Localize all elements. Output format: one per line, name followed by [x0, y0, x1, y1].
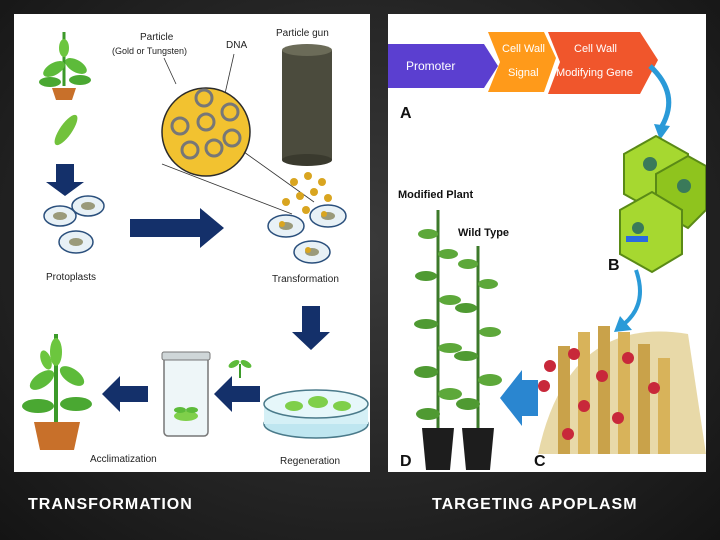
source-plant-icon: [39, 32, 91, 100]
particle-gun-label: Particle gun: [276, 28, 329, 39]
leaf-icon: [54, 114, 78, 146]
regeneration-label: Regeneration: [280, 456, 340, 467]
modified-plant-icon: [414, 210, 462, 470]
down-arrow-right-icon: [292, 306, 330, 350]
seedling-icon: [228, 360, 252, 378]
promoter-block: Promoter: [388, 44, 498, 88]
label-b: B: [608, 257, 620, 274]
protoplasts-label: Protoplasts: [46, 272, 96, 283]
left-arrow-2-icon: [102, 376, 148, 412]
label-a: A: [400, 105, 412, 122]
curved-arrow-1-icon: [648, 64, 672, 128]
plant-cells-icon: [619, 134, 706, 274]
particle-material-label: (Gold or Tungsten): [112, 46, 187, 56]
cell-wall-signal-block: Cell Wall Signal: [488, 32, 556, 92]
cell-wall-modifying-gene-block: Cell Wall Modifying Gene: [548, 32, 658, 94]
potted-plant-icon: [22, 334, 92, 450]
transformation-diagram-svg: Protoplasts Particle (Gold or Tungsten) …: [22, 28, 369, 467]
label-c: C: [534, 453, 546, 470]
apoplasm-diagram-svg: Promoter Cell Wall Signal Cell Wall Modi…: [388, 32, 706, 470]
left-arrow-blue-icon: [500, 370, 538, 426]
modified-plant-label: Modified Plant: [398, 189, 474, 201]
svg-text:Modifying Gene: Modifying Gene: [556, 67, 633, 79]
wild-type-plant-icon: [454, 246, 502, 470]
particle-label: Particle: [140, 32, 174, 43]
svg-text:Promoter: Promoter: [406, 59, 455, 73]
down-arrow-icon: [46, 164, 84, 196]
transformed-cells: [267, 204, 347, 264]
transformation-diagram: Protoplasts Particle (Gold or Tungsten) …: [14, 14, 370, 472]
particle-gun-icon: [282, 44, 332, 166]
petri-dish-icon: [263, 389, 369, 439]
stem-tissue-icon: [538, 326, 706, 454]
right-arrow-icon: [130, 208, 224, 248]
protoplasts-cells: [43, 195, 105, 254]
label-d: D: [400, 453, 412, 470]
culture-jar-icon: [161, 351, 211, 437]
dna-label: DNA: [226, 40, 247, 51]
wild-type-label: Wild Type: [458, 227, 509, 239]
apoplasm-diagram: Promoter Cell Wall Signal Cell Wall Modi…: [388, 14, 706, 472]
svg-text:Cell Wall: Cell Wall: [574, 43, 617, 55]
particle-magnified-view: [161, 87, 251, 177]
transformation-caption: TRANSFORMATION: [28, 496, 193, 513]
targeting-apoplasm-caption: TARGETING APOPLASM: [432, 496, 638, 513]
svg-text:Cell Wall: Cell Wall: [502, 43, 545, 55]
transformation-label: Transformation: [272, 274, 339, 285]
svg-text:Signal: Signal: [508, 67, 539, 79]
left-arrow-1-icon: [214, 376, 260, 412]
acclimatization-label: Acclimatization: [90, 454, 157, 465]
curved-arrow-2-icon: [622, 269, 642, 326]
